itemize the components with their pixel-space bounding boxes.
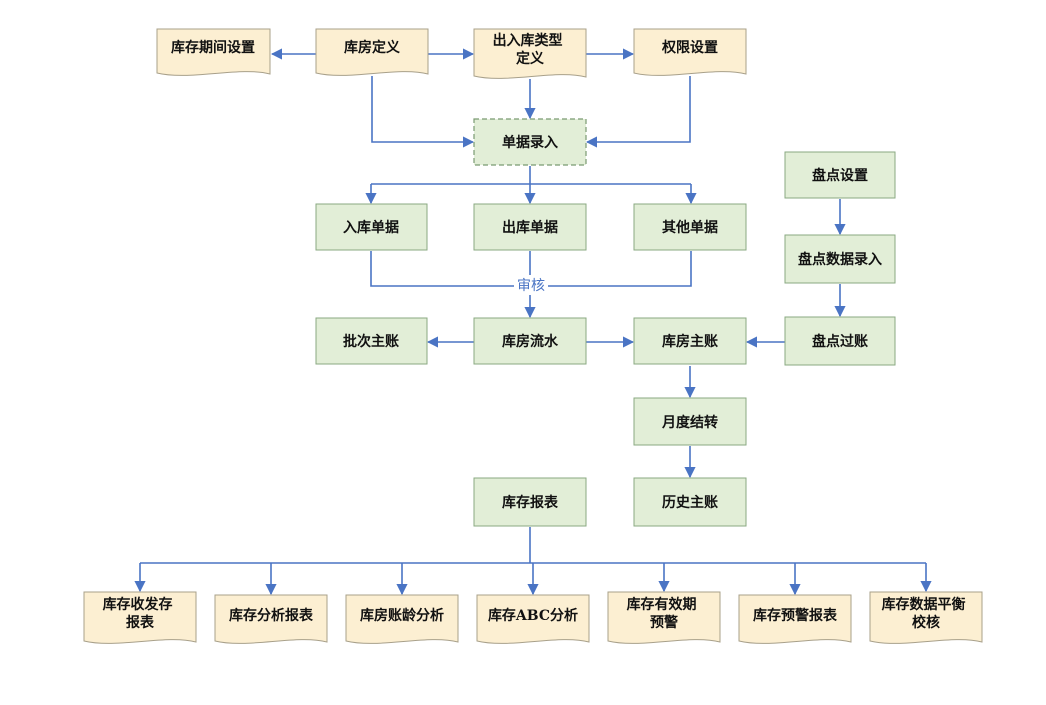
node-label: 出入库类型 定义 [493,32,568,67]
node-label-line2: 预警 [650,614,678,631]
node-label: 盘点设置 [812,167,868,184]
node-label: 库房主账 [662,333,718,350]
process-box [473,477,587,527]
process-box [473,118,587,166]
node-inbound-document: 入库单据 [315,203,428,251]
process-box [784,151,896,199]
node-label-line2: 定义 [516,50,544,67]
node-warehouse-main-ledger: 库房主账 [633,317,747,365]
node-stocktake-settings: 盘点设置 [784,151,896,199]
node-label: 单据录入 [502,134,558,151]
node-label: 盘点数据录入 [798,251,882,268]
process-box [633,203,747,251]
doc-shape [156,28,271,76]
doc-shape [83,591,197,644]
process-box [633,397,747,446]
node-label-line2: 校核 [912,614,940,631]
doc-shape [869,591,983,644]
node-inventory-period-settings: 库存期间设置 [156,28,271,76]
node-label: 历史主账 [662,494,718,511]
node-outbound-document: 出库单据 [473,203,587,251]
process-box [473,317,587,365]
doc-shape [315,28,429,76]
node-label: 库房账龄分析 [360,607,444,624]
node-inventory-report: 库存报表 [473,477,587,527]
node-label-line1: 库存有效期 [627,596,697,613]
node-label: 库房定义 [344,39,400,56]
node-label-line1: 库存数据平衡 [882,596,966,613]
node-warehouse-definition: 库房定义 [315,28,429,76]
node-label: 入库单据 [343,219,399,236]
node-label: 库存报表 [502,494,559,511]
audit-label: 审核 [517,278,545,294]
node-label: 库存分析报表 [229,607,314,624]
process-box [784,234,896,284]
node-label: 盘点过账 [812,333,868,350]
node-inventory-analysis-report: 库存分析报表 [214,594,328,644]
node-label-line1: 库存收发存 [103,596,173,613]
doc-shape [738,594,852,644]
node-monthly-carryover: 月度结转 [633,397,747,446]
node-label: 库存期间设置 [171,39,255,56]
node-label: 出库单据 [502,219,558,236]
process-box [315,317,428,365]
audit-label-bg [514,275,548,295]
process-box [784,316,896,366]
node-document-entry: 单据录入 [473,118,587,166]
process-box [473,203,587,251]
node-label: 库存收发存 报表 [103,596,178,631]
node-stocktake-posting: 盘点过账 [784,316,896,366]
node-label: 批次主账 [343,333,399,350]
node-label: 库存预警报表 [753,607,838,624]
node-label: 库存ABC分析 [488,607,578,624]
edge-warehouse-to-entry [371,76,475,148]
node-inventory-warning-report: 库存预警报表 [738,594,852,644]
doc-shape [473,28,587,79]
node-batch-main-ledger: 批次主账 [315,317,428,365]
node-label: 库房流水 [502,333,559,350]
node-label-line1: 出入库类型 [493,32,563,49]
node-history-main-ledger: 历史主账 [633,477,747,527]
process-box [633,317,747,365]
node-label: 库存有效期 预警 [627,596,702,631]
node-warehouse-aging-analysis: 库房账龄分析 [345,594,459,644]
doc-shape [476,594,590,644]
node-label: 其他单据 [662,219,718,236]
node-permission-settings: 权限设置 [633,28,747,76]
edge-permission-to-entry [585,76,691,148]
node-label: 库存数据平衡 校核 [882,596,971,631]
process-box [315,203,428,251]
node-label: 权限设置 [661,39,718,56]
doc-shape [633,28,747,76]
node-label-line2: 报表 [126,614,155,631]
node-inventory-abc-analysis: 库存ABC分析 [476,594,590,644]
node-label: 月度结转 [661,414,718,431]
doc-shape [607,591,721,644]
node-warehouse-journal: 库房流水 [473,317,587,365]
doc-shape [214,594,328,644]
node-stocktake-data-entry: 盘点数据录入 [784,234,896,284]
doc-shape [345,594,459,644]
node-inventory-balance-check: 库存数据平衡 校核 [869,591,983,644]
node-stock-receipt-issue-report: 库存收发存 报表 [83,591,197,644]
process-box [633,477,747,527]
node-inventory-expiry-warning: 库存有效期 预警 [607,591,721,644]
node-other-document: 其他单据 [633,203,747,251]
node-in-out-type-definition: 出入库类型 定义 [473,28,587,79]
